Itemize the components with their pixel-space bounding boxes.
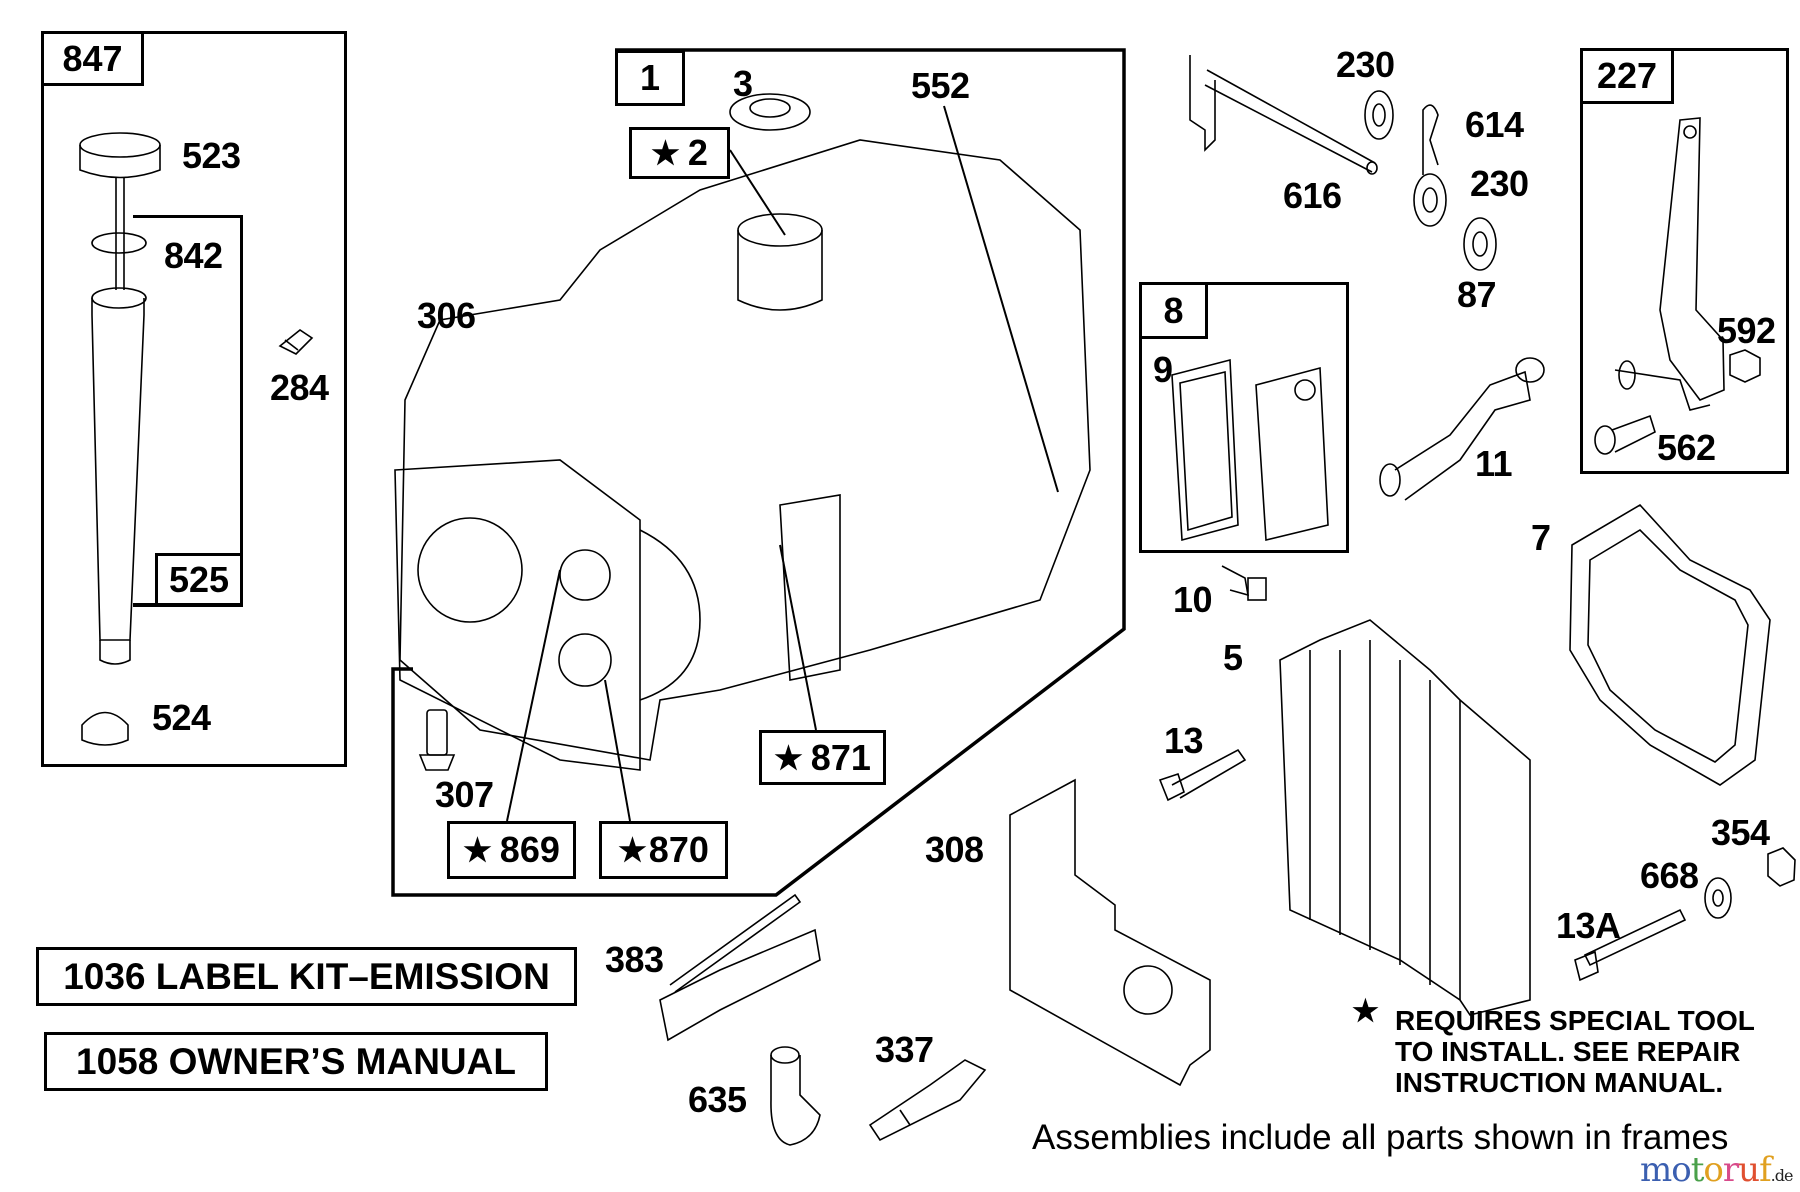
dipstick-tube-drawing [79, 132, 161, 746]
leader-552 [943, 105, 1059, 493]
part-label-668: 668 [1640, 855, 1699, 896]
frame-847 [41, 31, 347, 767]
spark-plug-337-drawing [868, 1059, 987, 1142]
owners-manual-box: 1058 OWNER’S MANUAL [44, 1032, 548, 1091]
watermark-suffix: .de [1770, 1166, 1794, 1185]
frame-227-label: 227 [1580, 48, 1674, 104]
part-label-307: 307 [435, 774, 494, 815]
part-label-635: 635 [688, 1079, 747, 1120]
part-label-3: 3 [733, 63, 753, 104]
watermark-letter: u [1738, 1150, 1760, 1190]
part-label-337: 337 [875, 1029, 934, 1070]
part-label-616: 616 [1283, 175, 1342, 216]
part-label-13A: 13A [1556, 905, 1621, 946]
leader-869 [506, 569, 561, 822]
shield-308-drawing [1009, 778, 1211, 1087]
boxed-label-star-2-text: 2 [687, 132, 708, 173]
watermark-letter: o [1671, 1150, 1692, 1190]
part-label-230-top: 230 [1336, 44, 1395, 85]
part-label-11: 11 [1475, 443, 1513, 484]
bolt-13-drawing [1158, 748, 1247, 802]
note-line-2: TO INSTALL. SEE REPAIR [1395, 1036, 1741, 1067]
lever-227-drawing [1614, 117, 1725, 411]
part-label-306: 306 [417, 295, 476, 336]
washer-87-drawing [1463, 217, 1497, 271]
plate-8-drawing [1255, 366, 1329, 542]
part-label-354: 354 [1711, 812, 1770, 853]
part-label-9: 9 [1153, 349, 1173, 390]
stud-13A-drawing [1574, 908, 1687, 982]
screw-562-drawing [1594, 414, 1656, 455]
washer-230a-drawing [1364, 90, 1394, 140]
boxed-label-star-869: ★ 869 [447, 821, 576, 879]
part-label-592: 592 [1717, 310, 1776, 351]
boxed-label-star-870-text: 870 [648, 829, 709, 870]
screw-284-drawing [278, 329, 314, 355]
part-label-614: 614 [1465, 104, 1524, 145]
tube-11-drawing [1379, 357, 1545, 501]
boot-635-drawing [770, 1046, 821, 1146]
bolt-307-drawing [418, 709, 456, 771]
part-label-523: 523 [182, 135, 241, 176]
part-label-383: 383 [605, 939, 664, 980]
part-label-552: 552 [911, 65, 970, 106]
part-label-842: 842 [164, 235, 223, 276]
leader-2 [729, 149, 786, 236]
gasket-9-drawing [1171, 358, 1239, 542]
bolt-10-drawing [1221, 565, 1267, 601]
frame-1-label: 1 [615, 50, 685, 106]
assemblies-footer: Assemblies include all parts shown in fr… [1032, 1118, 1729, 1157]
star-icon: ★ [774, 739, 803, 776]
special-tool-note: REQUIRES SPECIAL TOOL TO INSTALL. SEE RE… [1395, 1005, 1755, 1098]
part-label-524: 524 [152, 697, 211, 738]
engine-block-drawing [394, 93, 1091, 771]
boxed-label-star-871-text: 871 [810, 736, 871, 778]
boxed-label-star-2: ★ 2 [629, 127, 730, 179]
cotter-pin-614-drawing [1422, 104, 1439, 175]
boxed-label-star-869-text: 869 [499, 829, 560, 870]
part-label-230-bottom: 230 [1470, 163, 1529, 204]
boxed-label-star-871: ★ 871 [759, 730, 886, 785]
frame-1-outline [391, 48, 1126, 897]
note-line-1: REQUIRES SPECIAL TOOL [1395, 1005, 1755, 1036]
leader-870 [604, 679, 631, 822]
boxed-label-star-870: ★ 870 [599, 821, 728, 879]
watermark-letter: r [1722, 1150, 1739, 1190]
star-icon: ★ [618, 832, 647, 868]
frame-8 [1139, 282, 1349, 553]
watermark-letter: o [1703, 1150, 1724, 1190]
frame-847-label: 847 [41, 31, 144, 86]
part-label-5: 5 [1223, 637, 1243, 678]
part-label-10: 10 [1173, 579, 1213, 620]
watermark-letter: m [1640, 1150, 1672, 1190]
watermark-letter: f [1759, 1150, 1772, 1190]
part-label-308: 308 [925, 829, 984, 870]
frame-842 [133, 215, 243, 606]
part-label-87: 87 [1457, 274, 1497, 315]
label-kit-emission-box: 1036 LABEL KIT–EMISSION [36, 947, 577, 1006]
watermark-letter: t [1690, 1150, 1705, 1190]
boxed-label-525: 525 [155, 553, 243, 606]
wire-383-drawing [659, 893, 821, 1042]
nut-592-drawing [1729, 349, 1761, 383]
head-gasket-7-drawing [1569, 503, 1771, 786]
note-line-3: INSTRUCTION MANUAL. [1395, 1067, 1724, 1098]
leader-871 [779, 544, 817, 731]
shaft-616-drawing [1189, 55, 1378, 175]
washer-230b-drawing [1413, 173, 1447, 227]
part-label-284: 284 [270, 367, 329, 408]
part-label-7: 7 [1531, 517, 1551, 558]
cylinder-head-drawing [1279, 619, 1531, 1016]
washer-668-drawing [1704, 877, 1732, 919]
nut-354-drawing [1767, 847, 1796, 887]
star-icon: ★ [463, 832, 492, 868]
frame-8-label: 8 [1139, 282, 1208, 339]
frame-227 [1580, 48, 1789, 474]
star-icon: ★ [1352, 995, 1379, 1028]
part-label-562: 562 [1657, 427, 1716, 468]
star-icon: ★ [651, 135, 680, 171]
part-label-13: 13 [1164, 720, 1204, 761]
motoruf-watermark: motoruf.de [1640, 1150, 1794, 1190]
